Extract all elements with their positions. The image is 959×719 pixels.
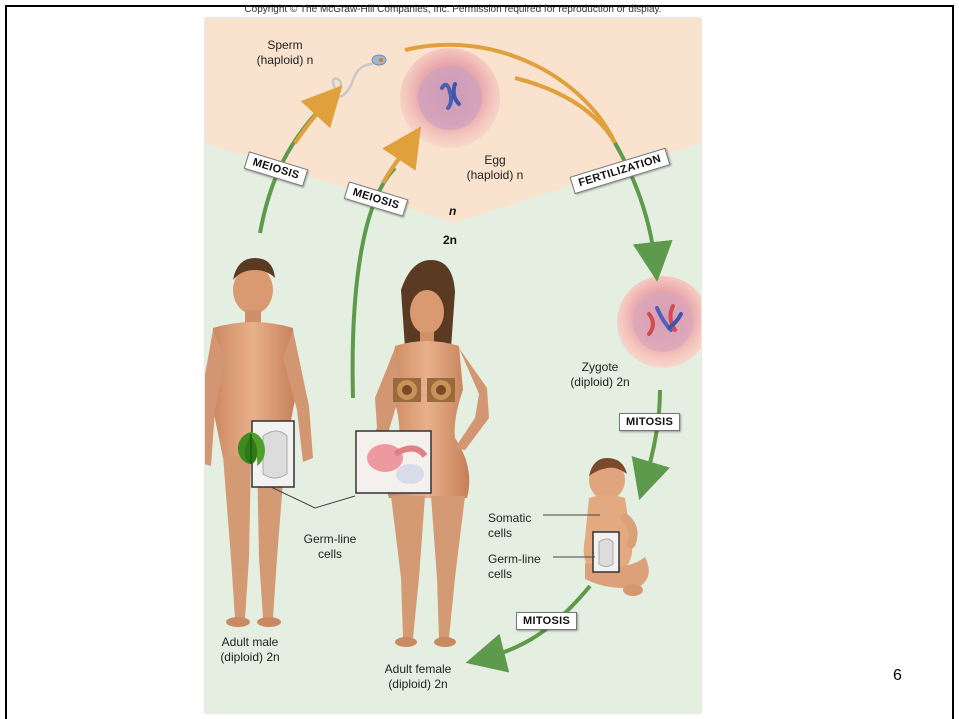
diploid-marker: 2n xyxy=(443,233,457,247)
copyright-notice: Copyright © The McGraw-Hill Companies, I… xyxy=(205,4,701,15)
adult-male-label: Adult male (diploid) 2n xyxy=(210,635,290,665)
adult-male-label-line2: (diploid) 2n xyxy=(210,650,290,665)
somatic-label: Somatic cells xyxy=(488,511,548,541)
germline-adult-label: Germ-line cells xyxy=(295,532,365,562)
mitosis-upper-tag: MITOSIS xyxy=(619,413,680,431)
somatic-label-line2: cells xyxy=(488,526,548,541)
germline-adult-label-line2: cells xyxy=(295,547,365,562)
sperm-label: Sperm (haploid) n xyxy=(250,38,320,68)
sperm-label-line2: (haploid) n xyxy=(250,53,320,68)
censor-right-icon xyxy=(427,378,455,402)
testis-drawing xyxy=(263,431,287,478)
zygote-label-line2: (diploid) 2n xyxy=(560,375,640,390)
baby-gonad-drawing xyxy=(599,539,613,567)
adult-female-label-line1: Adult female xyxy=(373,662,463,677)
sperm-label-line1: Sperm xyxy=(250,38,320,53)
germline-adult-label-line1: Germ-line xyxy=(295,532,365,547)
page-number: 6 xyxy=(893,667,902,685)
censor-left-icon xyxy=(393,378,421,402)
mitosis-lower-tag: MITOSIS xyxy=(516,612,577,630)
zygote-label: Zygote (diploid) 2n xyxy=(560,360,640,390)
egg-label-line2: (haploid) n xyxy=(455,168,535,183)
egg-label-line1: Egg xyxy=(455,153,535,168)
zygote-label-line1: Zygote xyxy=(560,360,640,375)
egg-label: Egg (haploid) n xyxy=(455,153,535,183)
egg-cell xyxy=(400,48,500,148)
germline-baby-label-line2: cells xyxy=(488,567,548,582)
germline-baby-label-line1: Germ-line xyxy=(488,552,548,567)
somatic-label-line1: Somatic xyxy=(488,511,548,526)
haploid-marker: n xyxy=(449,204,456,218)
adult-female-label: Adult female (diploid) 2n xyxy=(373,662,463,692)
adult-female-label-line2: (diploid) 2n xyxy=(373,677,463,692)
germline-baby-label: Germ-line cells xyxy=(488,552,548,582)
adult-male-label-line1: Adult male xyxy=(210,635,290,650)
